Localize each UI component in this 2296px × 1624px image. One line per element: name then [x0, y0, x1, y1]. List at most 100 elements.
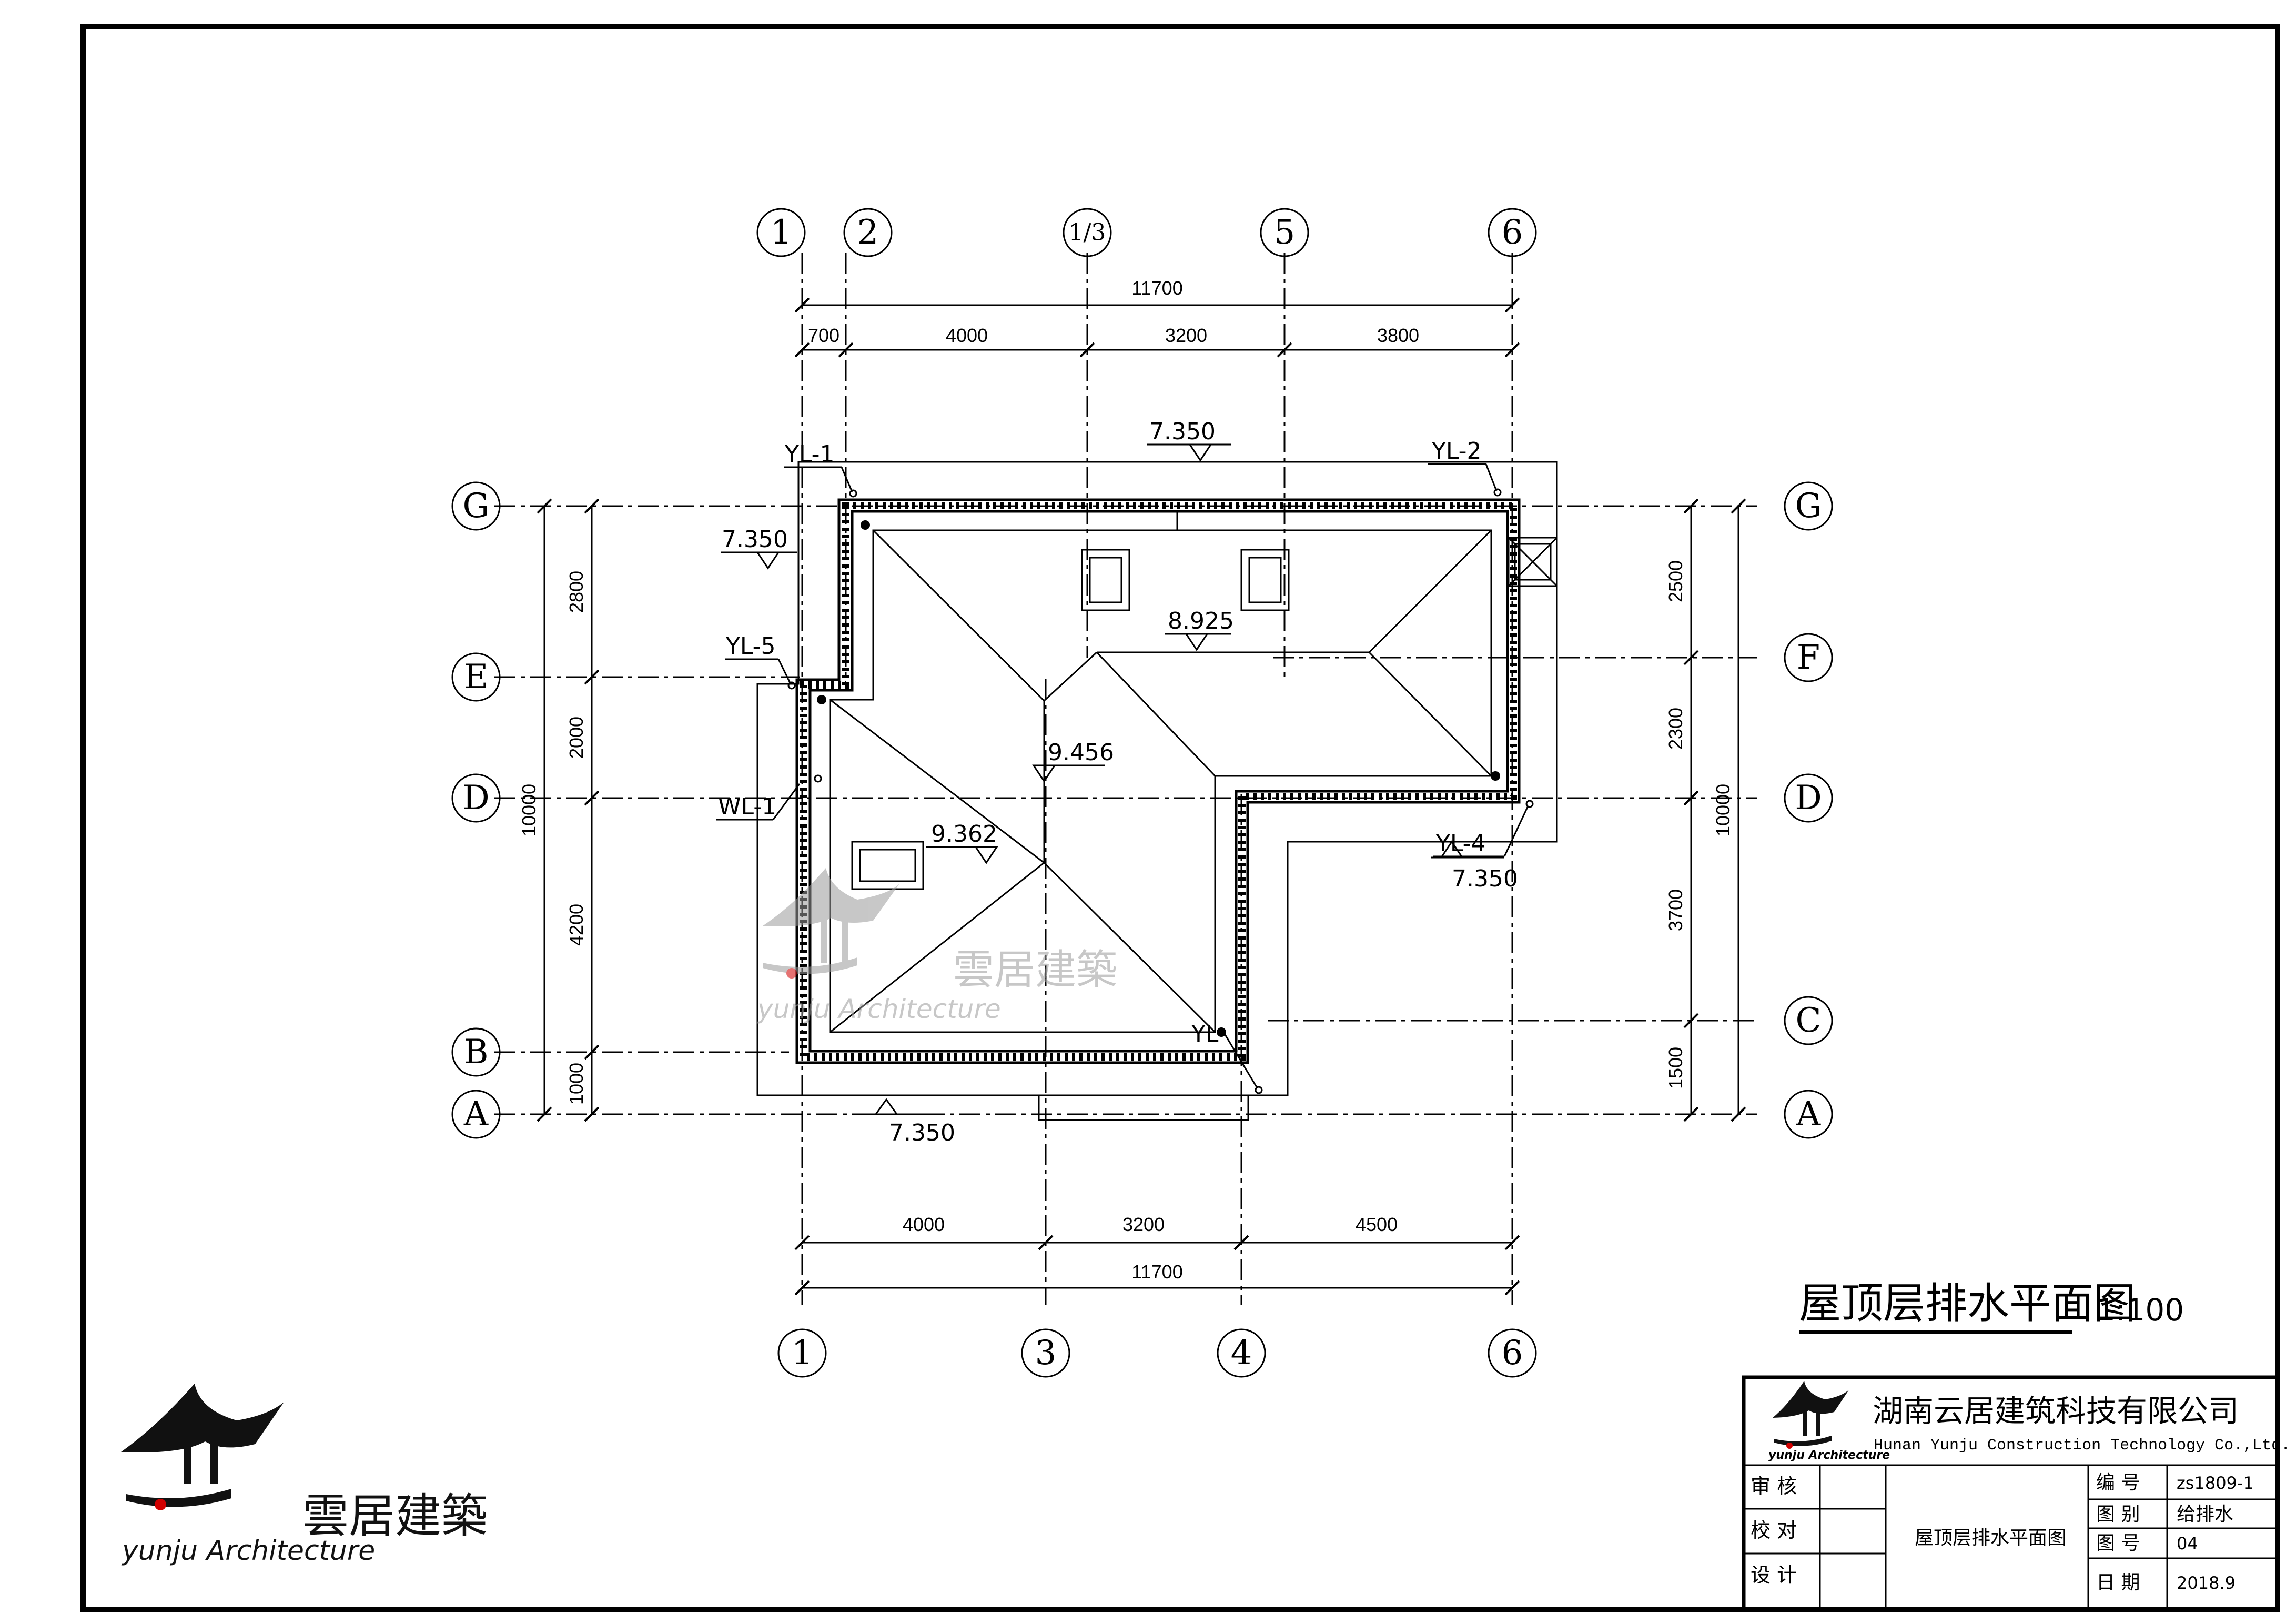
svg-text:屋顶层排水平面图: 屋顶层排水平面图	[1915, 1527, 2066, 1549]
svg-text:YL-1: YL-1	[784, 441, 835, 468]
svg-text:zs1809-1: zs1809-1	[2177, 1473, 2254, 1493]
svg-text:8.925: 8.925	[1168, 608, 1234, 634]
svg-text:4000: 4000	[946, 325, 988, 346]
svg-text:B: B	[463, 1033, 488, 1072]
pipe-yl2: YL-2	[1428, 438, 1502, 497]
svg-text:设 计: 设 计	[1751, 1564, 1797, 1587]
svg-text:11700: 11700	[1131, 1261, 1182, 1283]
watermark-center: 雲居建築 yunju Architecture	[756, 868, 1117, 1024]
axis-bubble-left-D: D	[451, 773, 501, 823]
svg-text:4: 4	[1231, 1334, 1252, 1373]
svg-text:给排水: 给排水	[2177, 1504, 2233, 1525]
pipe-yl4: YL-4	[1433, 800, 1534, 858]
svg-text:3700: 3700	[1665, 889, 1686, 931]
svg-text:湖南云居建筑科技有限公司: 湖南云居建筑科技有限公司	[1873, 1393, 2239, 1429]
svg-text:2: 2	[857, 213, 879, 252]
axis-bubbles-bottom: 1 3 4 6	[777, 1328, 1537, 1378]
svg-text:6: 6	[1502, 1334, 1523, 1373]
axis-bubble-top-1: 1	[756, 208, 806, 257]
svg-text:2018.9: 2018.9	[2177, 1573, 2236, 1593]
axis-bubble-left-E: E	[451, 652, 501, 702]
axis-bubble-right-A: A	[1784, 1090, 1833, 1139]
elevation-peak: 9.456	[1032, 739, 1114, 783]
svg-text:5: 5	[1274, 213, 1296, 252]
pipe-yl: YL	[1191, 1021, 1263, 1094]
roof-outline	[756, 461, 1558, 1121]
svg-text:1/3: 1/3	[1069, 219, 1106, 246]
axis-bubbles-left: G E D B A	[451, 481, 501, 1139]
svg-text:YL-5: YL-5	[725, 633, 776, 660]
axis-bubbles-right: G F D C A	[1784, 481, 1833, 1139]
svg-text:yunju Architecture: yunju Architecture	[121, 1535, 375, 1567]
axis-bubble-right-F: F	[1784, 633, 1833, 682]
axis-bubble-bottom-4: 4	[1217, 1328, 1266, 1378]
svg-text:2000: 2000	[565, 717, 587, 759]
svg-text:3200: 3200	[1122, 1214, 1165, 1235]
svg-text:WL-1: WL-1	[718, 793, 776, 820]
elevation-hip: 9.362	[926, 821, 998, 864]
svg-text:6: 6	[1502, 213, 1523, 252]
svg-text:4000: 4000	[903, 1214, 945, 1235]
pipe-yl1: YL-1	[784, 441, 857, 498]
svg-text:图 别: 图 别	[2096, 1504, 2140, 1525]
svg-text:F: F	[1797, 638, 1820, 677]
svg-text:Hunan Yunju Construction Techn: Hunan Yunju Construction Technology Co.,…	[1874, 1437, 2290, 1455]
elevation-marks: 7.350 7.350 8.925 9.456 9.362	[721, 418, 1518, 1146]
svg-text:1000: 1000	[565, 1063, 587, 1105]
axis-bubble-top-6: 6	[1488, 208, 1537, 257]
elevation-top: 7.350	[1147, 418, 1231, 462]
svg-text:YL-2: YL-2	[1431, 438, 1482, 465]
svg-text:700: 700	[808, 325, 839, 346]
watermark-bottom-left: 雲居建築 yunju Architecture	[121, 1384, 488, 1567]
svg-text:编 号: 编 号	[2096, 1472, 2140, 1494]
axis-bubble-left-A: A	[451, 1090, 501, 1139]
svg-text:G: G	[1795, 487, 1822, 526]
pipe-wl1: WL-1	[716, 774, 822, 821]
axis-bubble-right-G: G	[1784, 481, 1833, 531]
svg-text:9.362: 9.362	[931, 821, 997, 848]
svg-text:10000: 10000	[1712, 784, 1734, 836]
svg-text:3200: 3200	[1165, 325, 1207, 346]
svg-text:D: D	[462, 779, 489, 818]
svg-text:雲居建築: 雲居建築	[953, 946, 1117, 994]
svg-text:2800: 2800	[565, 571, 587, 613]
svg-text:YL-4: YL-4	[1435, 830, 1486, 857]
axis-bubble-left-B: B	[451, 1027, 501, 1077]
svg-text:7.350: 7.350	[722, 526, 788, 553]
sheet-border	[80, 24, 2280, 1612]
svg-text:1500: 1500	[1665, 1047, 1686, 1089]
axis-bubble-bottom-6: 6	[1488, 1328, 1537, 1378]
dimensions-left: 10000 2800 2000 4200 1000	[518, 498, 600, 1122]
svg-text:7.350: 7.350	[1149, 418, 1216, 445]
drawing-title: 屋顶层排水平面图 1:100	[1799, 1279, 2184, 1334]
svg-text:2300: 2300	[1665, 708, 1686, 750]
svg-text:4200: 4200	[565, 904, 587, 946]
svg-text:7.350: 7.350	[889, 1119, 955, 1146]
svg-text:1:100: 1:100	[2096, 1292, 2184, 1328]
axis-bubble-left-G: G	[451, 481, 501, 531]
axis-bubble-right-C: C	[1784, 996, 1833, 1045]
svg-text:校 对: 校 对	[1751, 1519, 1797, 1542]
elevation-right: 7.350	[1431, 840, 1518, 892]
svg-text:yunju Architecture: yunju Architecture	[1768, 1449, 1890, 1462]
svg-text:1: 1	[792, 1334, 813, 1373]
grid-lines	[494, 253, 1757, 1305]
svg-text:3: 3	[1035, 1334, 1057, 1373]
svg-text:C: C	[1796, 1001, 1822, 1040]
title-block: yunju Architecture 湖南云居建筑科技有限公司 Hunan Yu…	[1742, 1375, 2290, 1612]
axis-bubble-bottom-3: 3	[1021, 1328, 1070, 1378]
axis-bubbles-top: 1 2 1/3 5 6	[756, 208, 1537, 257]
axis-bubble-top-5: 5	[1260, 208, 1309, 257]
svg-text:4500: 4500	[1356, 1214, 1398, 1235]
svg-text:图 号: 图 号	[2096, 1532, 2140, 1554]
dimensions-right: 2500 2300 3700 1500 10000	[1665, 498, 1746, 1122]
pipe-yl5: YL-5	[725, 633, 796, 690]
svg-text:2500: 2500	[1665, 560, 1686, 602]
svg-text:审 核: 审 核	[1751, 1475, 1797, 1498]
company-logo: yunju Architecture	[1768, 1381, 1890, 1462]
svg-text:屋顶层排水平面图: 屋顶层排水平面图	[1799, 1279, 2136, 1328]
svg-text:G: G	[462, 487, 489, 526]
svg-text:10000: 10000	[518, 784, 540, 836]
elevation-ridge: 8.925	[1165, 608, 1234, 651]
